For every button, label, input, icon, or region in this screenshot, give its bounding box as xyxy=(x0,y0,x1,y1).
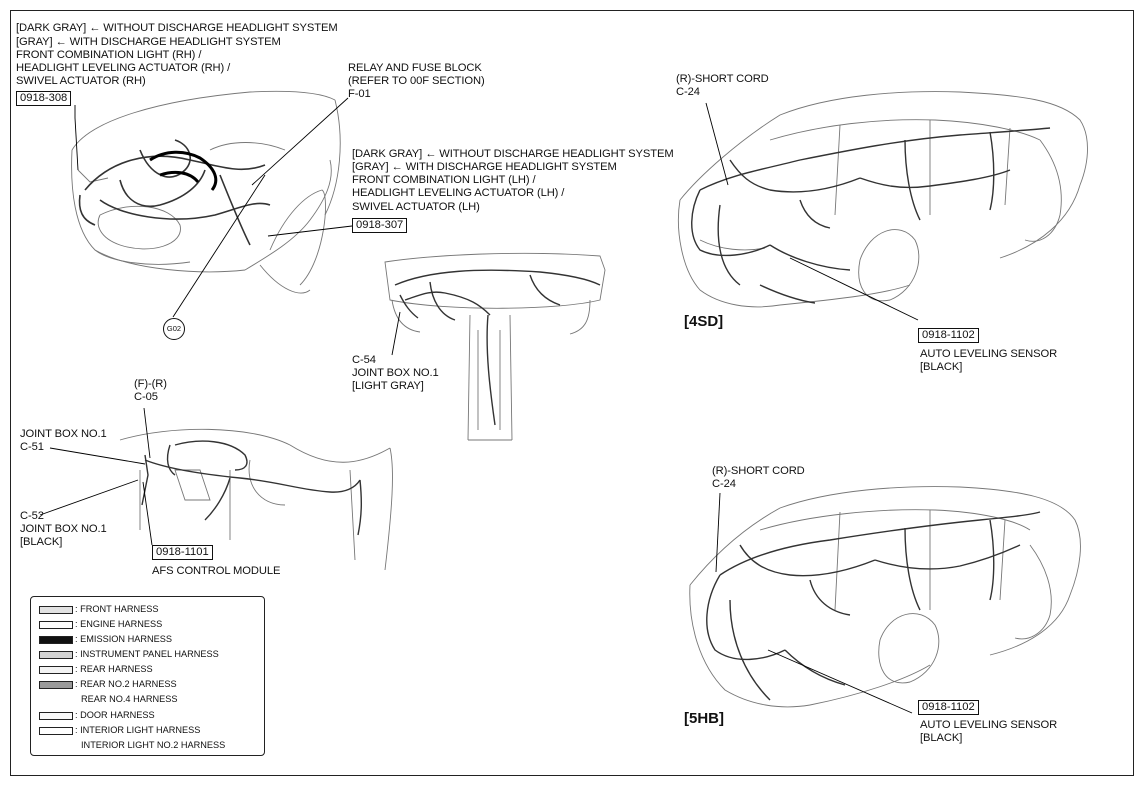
legend-rear-label: : REAR HARNESS xyxy=(75,664,153,674)
lh-ref-box[interactable]: 0918-307 xyxy=(352,218,408,233)
floor-harness xyxy=(141,440,363,536)
legend-instrument-label: : INSTRUMENT PANEL HARNESS xyxy=(75,649,219,659)
afs-module-label: AFS CONTROL MODULE xyxy=(152,565,281,577)
ground-point-g02: G02 xyxy=(163,318,185,340)
legend-door-label: : DOOR HARNESS xyxy=(75,710,155,720)
engine-room-harness xyxy=(78,139,271,246)
rh-note-line-2: [GRAY] ← WITH DISCHARGE HEADLIGHT SYSTEM xyxy=(16,36,281,48)
fr-label-line-2: C-05 xyxy=(134,391,158,403)
sedan-cord-line-2: C-24 xyxy=(676,86,700,98)
lh-note-line-1: [DARK GRAY] ← WITHOUT DISCHARGE HEADLIGH… xyxy=(352,148,674,160)
legend-emission: : EMISSION HARNESS xyxy=(39,633,172,645)
leader-lines xyxy=(39,97,919,714)
rear2-swatch xyxy=(39,680,73,689)
afs-ref-box[interactable]: 0918-1101 xyxy=(152,545,213,560)
lh-note-line-3: FRONT COMBINATION LIGHT (LH) / xyxy=(352,174,536,186)
legend-interior-label: : INTERIOR LIGHT HARNESS xyxy=(75,725,201,735)
sedan-harness xyxy=(691,127,1051,304)
legend-rear2: : REAR NO.2 HARNESS xyxy=(39,678,177,690)
legend-interior2-label: INTERIOR LIGHT NO.2 HARNESS xyxy=(81,740,226,750)
hatchback-sensor-line-2: [BLACK] xyxy=(920,732,963,744)
hatchback-cord-line-2: C-24 xyxy=(712,478,736,490)
engine-swatch xyxy=(39,620,73,629)
emission-swatch xyxy=(39,635,73,644)
rear-swatch xyxy=(39,665,73,674)
sedan-sensor-line-1: AUTO LEVELING SENSOR xyxy=(920,348,1058,360)
sedan-drawing xyxy=(677,91,1088,308)
hatchback-sensor-line-1: AUTO LEVELING SENSOR xyxy=(920,719,1058,731)
relay-label-line-3: F-01 xyxy=(348,88,371,100)
instrument-swatch xyxy=(39,650,73,659)
lh-note-line-5: SWIVEL ACTUATOR (LH) xyxy=(352,201,480,213)
rh-note-line-3: FRONT COMBINATION LIGHT (RH) / xyxy=(16,49,202,61)
legend-front: : FRONT HARNESS xyxy=(39,603,159,615)
rh-ref-box[interactable]: 0918-308 xyxy=(16,91,72,106)
lh-note-line-2: [GRAY] ← WITH DISCHARGE HEADLIGHT SYSTEM xyxy=(352,161,617,173)
diagram-frame xyxy=(10,10,1134,776)
sedan-sensor-line-2: [BLACK] xyxy=(920,361,963,373)
hatchback-harness xyxy=(706,511,1041,701)
legend-interior2: INTERIOR LIGHT NO.2 HARNESS xyxy=(81,739,225,751)
hatchback-variant-label: [5HB] xyxy=(684,710,724,727)
sedan-variant-label: [4SD] xyxy=(684,313,724,330)
interior-swatch xyxy=(39,726,73,735)
relay-label-line-1: RELAY AND FUSE BLOCK xyxy=(348,62,482,74)
harness-legend: : FRONT HARNESS : ENGINE HARNESS : EMISS… xyxy=(30,596,265,756)
floor-drawing xyxy=(119,428,393,571)
rh-note-line-4: HEADLIGHT LEVELING ACTUATOR (RH) / xyxy=(16,62,231,74)
jb-c51-line-1: JOINT BOX NO.1 xyxy=(20,428,107,440)
legend-rear4: REAR NO.4 HARNESS xyxy=(81,693,178,705)
door-swatch xyxy=(39,711,73,720)
legend-emission-label: : EMISSION HARNESS xyxy=(75,634,172,644)
c52-label-line-2: JOINT BOX NO.1 xyxy=(20,523,107,535)
rh-note-line-5: SWIVEL ACTUATOR (RH) xyxy=(16,75,146,87)
legend-rear: : REAR HARNESS xyxy=(39,663,153,675)
legend-door: : DOOR HARNESS xyxy=(39,709,155,721)
legend-rear2-label: : REAR NO.2 HARNESS xyxy=(75,679,177,689)
legend-engine: : ENGINE HARNESS xyxy=(39,618,162,630)
sedan-cord-line-1: (R)-SHORT CORD xyxy=(676,73,769,85)
legend-front-label: : FRONT HARNESS xyxy=(75,604,159,614)
instrument-panel-drawing xyxy=(384,252,606,441)
legend-rear4-label: REAR NO.4 HARNESS xyxy=(81,694,178,704)
hatchback-ref-box[interactable]: 0918-1102 xyxy=(918,700,979,715)
front-swatch xyxy=(39,605,73,614)
jb-c51-line-2: C-51 xyxy=(20,441,44,453)
emission-harness-engine xyxy=(149,150,218,191)
hatchback-drawing xyxy=(689,486,1081,708)
legend-instrument: : INSTRUMENT PANEL HARNESS xyxy=(39,648,219,660)
engine-room-drawing xyxy=(71,90,341,294)
instrument-panel-harness xyxy=(394,269,601,426)
rh-note-line-1: [DARK GRAY] ← WITHOUT DISCHARGE HEADLIGH… xyxy=(16,22,338,34)
sedan-ref-box[interactable]: 0918-1102 xyxy=(918,328,979,343)
relay-label-line-2: (REFER TO 00F SECTION) xyxy=(348,75,485,87)
c52-label-line-3: [BLACK] xyxy=(20,536,63,548)
legend-interior: : INTERIOR LIGHT HARNESS xyxy=(39,724,200,736)
c54-label-line-3: [LIGHT GRAY] xyxy=(352,380,424,392)
c54-label-line-1: C-54 xyxy=(352,354,376,366)
fr-label-line-1: (F)-(R) xyxy=(134,378,167,390)
legend-engine-label: : ENGINE HARNESS xyxy=(75,619,163,629)
hatchback-cord-line-1: (R)-SHORT CORD xyxy=(712,465,805,477)
lh-note-line-4: HEADLIGHT LEVELING ACTUATOR (LH) / xyxy=(352,187,565,199)
c54-label-line-2: JOINT BOX NO.1 xyxy=(352,367,439,379)
c52-label-line-1: C-52 xyxy=(20,510,44,522)
